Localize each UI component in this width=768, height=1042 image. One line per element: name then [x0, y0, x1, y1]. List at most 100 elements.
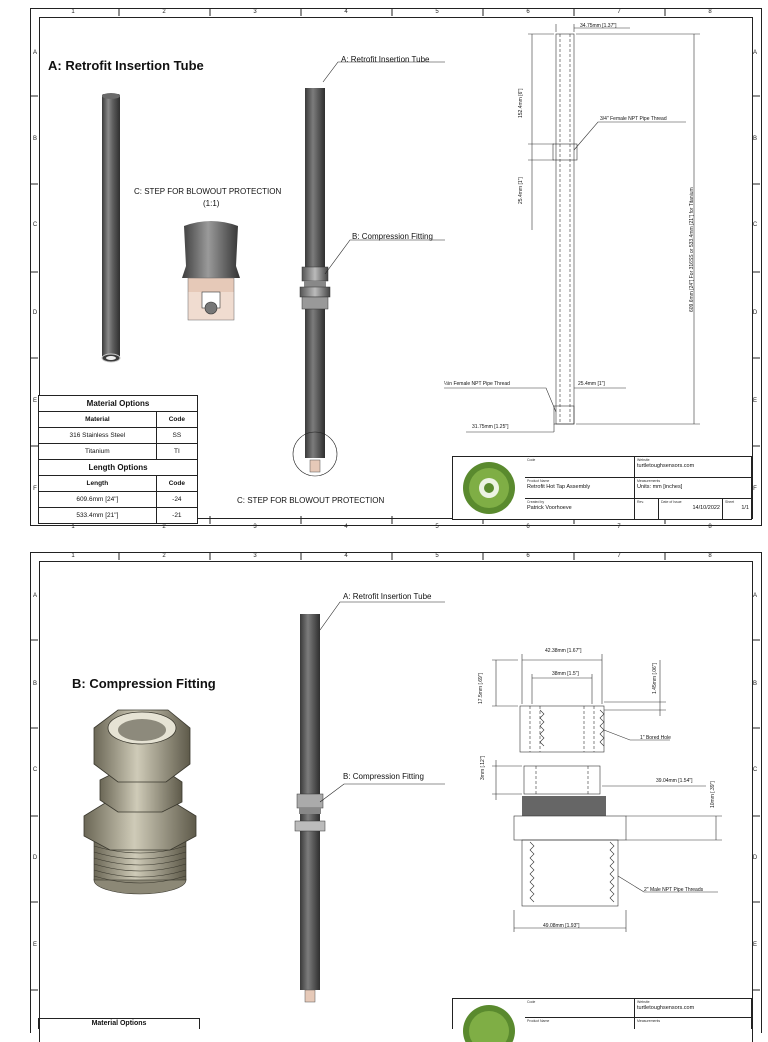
col-label: 4 — [344, 9, 348, 15]
col-label: 1 — [71, 9, 75, 15]
dim-inner-width: 38mm [1.5"] — [552, 671, 579, 677]
title-block-product-cell: Product Name Retrofit Hot Tap Assembly — [525, 478, 635, 499]
title-block-created-cell: Created by Patrick Voorhoeve — [525, 499, 635, 519]
row-label: E — [32, 942, 37, 948]
sheet-2-title: B: Compression Fitting — [72, 676, 216, 691]
dim-left-height: 3mm [.12"] — [480, 755, 486, 780]
measure-caption-2: Measurements — [637, 1019, 661, 1023]
title-block-date-cell: Date of Issue 14/10/2022 — [659, 499, 723, 519]
row-label: A — [752, 50, 757, 56]
step-detail-3d-view — [182, 221, 240, 321]
tube-with-fitting-view — [292, 61, 445, 477]
callout-compression-fitting-2: B: Compression Fitting — [343, 772, 424, 781]
measure-value: Units: mm [inches] — [637, 484, 683, 490]
tube-with-fitting-view-2 — [294, 601, 445, 1003]
dim-male-thread: 2" Male NPT Pipe Threads — [644, 887, 704, 893]
title-block-code-cell: Code — [525, 457, 635, 478]
row-label: B — [32, 136, 37, 142]
col-label: 3 — [253, 553, 257, 559]
dim-bored-hole: 1" Bored Hole — [640, 735, 671, 741]
step-detail-label: C: STEP FOR BLOWOUT PROTECTION — [134, 187, 282, 196]
callout-step-protection: C: STEP FOR BLOWOUT PROTECTION — [237, 496, 385, 505]
title-block-measure-cell-2: Measurements — [635, 1018, 751, 1029]
col-label: 4 — [344, 524, 348, 530]
row-label: D — [752, 855, 758, 861]
length-code: -24 — [155, 491, 199, 508]
table-row: 609.6mm [24"] -24 — [38, 491, 199, 508]
row-label: D — [32, 310, 38, 316]
col-label: 2 — [162, 9, 166, 15]
row-label: B — [752, 136, 757, 142]
dim-thread-bottom: ½in Female NPT Pipe Thread — [444, 381, 510, 387]
table-row: Titanium TI — [38, 443, 199, 460]
title-block-rev-cell: Rev. — [635, 499, 659, 519]
sheet-caption: Sheet — [725, 500, 735, 504]
dim-nut-width: 39.04mm [1.54"] — [656, 778, 693, 784]
date-caption: Date of Issue — [661, 500, 682, 504]
fitting-dimension-drawing — [492, 654, 722, 932]
compression-fitting-3d-view — [83, 709, 197, 895]
sheet-1-frame — [39, 17, 753, 519]
website-value-2: turtletoughsensors.com — [637, 1005, 695, 1011]
length-code: -21 — [155, 507, 199, 524]
title-block-code-cell-2: Code — [525, 999, 635, 1018]
product-value: Retrofit Hot Tap Assembly — [527, 484, 591, 490]
callout-insertion-tube: A: Retrofit Insertion Tube — [341, 55, 430, 64]
insertion-tube-3d-view — [101, 93, 121, 363]
row-label: E — [752, 942, 757, 948]
rev-caption: Rev. — [637, 500, 644, 504]
sheet-2-frame — [39, 561, 753, 1042]
col-label: 8 — [708, 9, 712, 15]
dim-outer-width: 42.38mm [1.67"] — [545, 648, 582, 654]
tube-dimension-drawing — [444, 24, 700, 433]
col-label: 7 — [617, 9, 621, 15]
row-label: F — [33, 486, 37, 492]
col-label: 7 — [617, 524, 621, 530]
turtle-tough-logo — [463, 462, 515, 514]
row-label: F — [753, 486, 757, 492]
col-label: 6 — [526, 524, 530, 530]
row-label: E — [752, 398, 757, 404]
col-label: 1 — [71, 553, 75, 559]
col-label: 8 — [708, 524, 712, 530]
col-label: 1 — [71, 524, 75, 530]
row-label: D — [32, 855, 38, 861]
dim-small-height: 1.45mm [.06"] — [652, 663, 658, 694]
title-block-2: Code Website turtletoughsensors.com Prod… — [452, 998, 752, 1042]
title-block: Code Website turtletoughsensors.com Prod… — [452, 456, 752, 520]
col-label: 3 — [253, 524, 257, 530]
website-caption: Website — [637, 458, 650, 462]
dim-bottom-length: 25.4mm [1"] — [578, 381, 605, 387]
row-label: A — [752, 593, 757, 599]
website-value: turtletoughsensors.com — [637, 463, 695, 469]
dim-bottom-width: 31.75mm [1.25"] — [472, 424, 509, 430]
col-label: 4 — [344, 553, 348, 559]
date-value: 14/10/2022 — [692, 505, 720, 511]
col-label: 5 — [435, 524, 439, 530]
col-label: 3 — [253, 9, 257, 15]
row-label: A — [32, 593, 37, 599]
step-detail-scale: (1:1) — [203, 199, 220, 208]
col-label: 6 — [526, 9, 530, 15]
title-block-website-cell-2: Website turtletoughsensors.com — [635, 999, 751, 1018]
row-label: C — [32, 222, 38, 228]
col-label: 6 — [526, 553, 530, 559]
row-label: B — [32, 681, 37, 687]
row-label: C — [32, 767, 38, 773]
callout-insertion-tube-2: A: Retrofit Insertion Tube — [343, 592, 432, 601]
title-block-sheet-cell: Sheet 1/1 — [723, 499, 751, 519]
row-label: E — [32, 398, 37, 404]
sheet-1-title: A: Retrofit Insertion Tube — [48, 58, 204, 73]
col-label: 5 — [435, 553, 439, 559]
title-block-measure-cell: Measurements Units: mm [inches] — [635, 478, 751, 499]
col-label: 7 — [617, 553, 621, 559]
code-caption: Code — [527, 458, 536, 462]
row-label: A — [32, 50, 37, 56]
row-label: C — [752, 222, 758, 228]
row-label: D — [752, 310, 758, 316]
col-label: 5 — [435, 9, 439, 15]
row-label: C — [752, 767, 758, 773]
col-label: 2 — [162, 524, 166, 530]
product-caption-2: Product Name — [527, 1019, 550, 1023]
